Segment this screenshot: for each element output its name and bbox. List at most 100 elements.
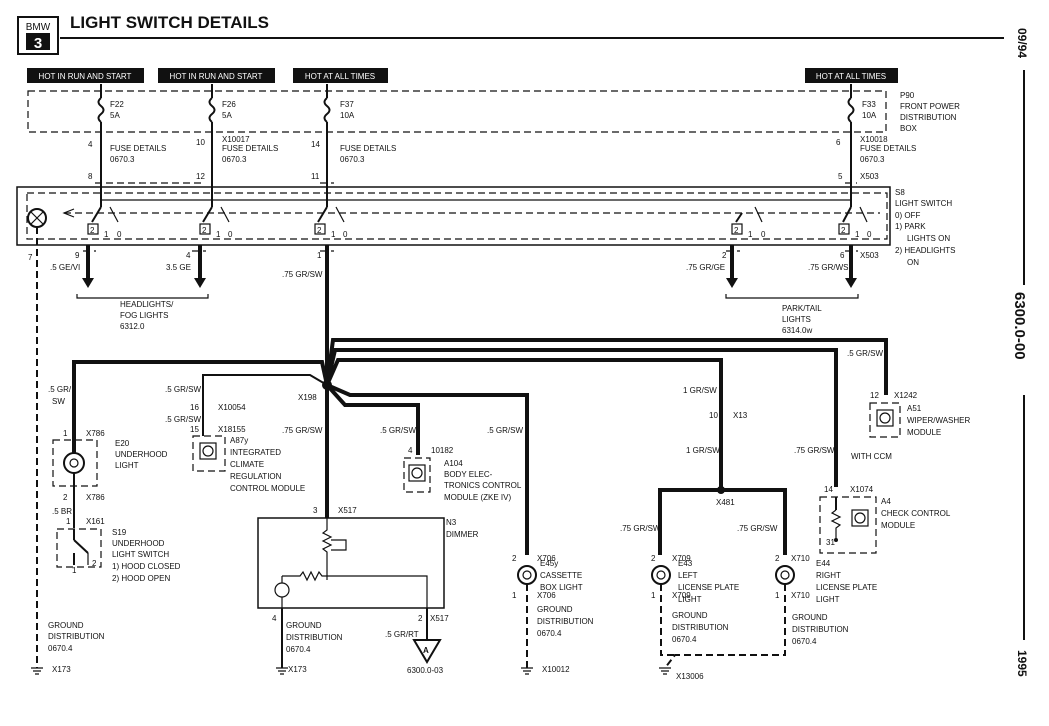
- svg-text:.5 GR/SW: .5 GR/SW: [165, 385, 201, 394]
- svg-text:0670.3: 0670.3: [860, 155, 885, 164]
- svg-text:10A: 10A: [340, 111, 355, 120]
- svg-text:.75 GR/WS: .75 GR/WS: [808, 263, 848, 272]
- switch-contact-2: 2 1 0: [199, 206, 233, 239]
- svg-text:UNDERHOOD: UNDERHOOD: [112, 539, 165, 548]
- svg-text:DIMMER: DIMMER: [446, 530, 479, 539]
- svg-text:0: 0: [343, 230, 348, 239]
- switch-contact-5: 2 1 0: [838, 206, 872, 239]
- svg-text:11: 11: [311, 172, 320, 181]
- svg-text:6314.0w: 6314.0w: [782, 326, 812, 335]
- svg-text:10: 10: [196, 138, 205, 147]
- svg-text:X706: X706: [537, 591, 556, 600]
- svg-text:ON: ON: [907, 258, 919, 267]
- e20-underhood-light: 1 X786 E20 UNDERHOOD LIGHT 2 X786: [52, 429, 168, 502]
- svg-text:5A: 5A: [222, 111, 232, 120]
- svg-text:2: 2: [90, 226, 95, 235]
- power-header-2: HOT IN RUN AND START: [158, 68, 275, 83]
- a51-wiper-washer-module: 12 X1242 A51 WIPER/WASHER MODULE WITH CC…: [851, 391, 970, 461]
- svg-text:S8: S8: [895, 188, 905, 197]
- svg-text:DISTRIBUTION: DISTRIBUTION: [48, 632, 105, 641]
- svg-text:.75 GR/SW: .75 GR/SW: [282, 426, 323, 435]
- bulb-icon: [651, 565, 671, 585]
- svg-text:1: 1: [512, 591, 517, 600]
- svg-text:A51: A51: [907, 404, 922, 413]
- svg-text:1: 1: [331, 230, 336, 239]
- power-header-1: HOT IN RUN AND START: [27, 68, 144, 83]
- svg-text:2: 2: [651, 554, 656, 563]
- svg-text:10A: 10A: [862, 111, 877, 120]
- a4-check-control-module: 14 X1074 31 A4 CHECK CONTROL MODULE: [819, 485, 951, 554]
- bmw-badge: BMW 3: [17, 16, 59, 55]
- svg-text:1: 1: [775, 591, 780, 600]
- svg-text:X1074: X1074: [850, 485, 874, 494]
- svg-text:CASSETTE: CASSETTE: [540, 571, 582, 580]
- svg-text:X481: X481: [716, 498, 735, 507]
- svg-text:DISTRIBUTION: DISTRIBUTION: [900, 113, 957, 122]
- svg-text:0670.3: 0670.3: [340, 155, 365, 164]
- svg-text:TRONICS CONTROL: TRONICS CONTROL: [444, 481, 522, 490]
- svg-text:.75 GR/SW: .75 GR/SW: [794, 446, 835, 455]
- svg-text:1: 1: [63, 429, 68, 438]
- svg-text:X503: X503: [860, 251, 879, 260]
- svg-text:14: 14: [824, 485, 833, 494]
- svg-text:DISTRIBUTION: DISTRIBUTION: [792, 625, 849, 634]
- svg-text:3.5 GE: 3.5 GE: [166, 263, 191, 272]
- page-number-label: 6300.0-00: [1011, 292, 1028, 360]
- svg-text:31: 31: [826, 538, 835, 547]
- p90-id: P90: [900, 91, 915, 100]
- svg-text:GROUND: GROUND: [48, 621, 84, 630]
- svg-text:FUSE DETAILS: FUSE DETAILS: [222, 144, 278, 153]
- svg-text:10182: 10182: [431, 446, 454, 455]
- svg-text:F22: F22: [110, 100, 124, 109]
- power-header-4: HOT AT ALL TIMES: [805, 68, 898, 83]
- svg-text:X1242: X1242: [894, 391, 918, 400]
- svg-text:WIPER/WASHER: WIPER/WASHER: [907, 416, 970, 425]
- svg-text:4: 4: [88, 140, 93, 149]
- svg-text:HOT AT ALL TIMES: HOT AT ALL TIMES: [816, 72, 886, 81]
- svg-text:2: 2: [92, 559, 97, 568]
- svg-text:RIGHT: RIGHT: [816, 571, 841, 580]
- svg-text:2) HOOD OPEN: 2) HOOD OPEN: [112, 574, 170, 583]
- svg-text:0: 0: [761, 230, 766, 239]
- svg-text:X517: X517: [430, 614, 449, 623]
- svg-text:BOX: BOX: [900, 124, 918, 133]
- e43-left-license-plate-light: 2 X709 E43 LEFT LICENSE PLATE LIGHT 1 X7…: [651, 554, 739, 604]
- svg-text:6300.0-03: 6300.0-03: [407, 666, 444, 675]
- output-arrows: [82, 245, 857, 288]
- svg-text:1: 1: [66, 517, 71, 526]
- svg-text:.75 GR/SW: .75 GR/SW: [282, 270, 323, 279]
- svg-text:X13: X13: [733, 411, 748, 420]
- svg-text:1 GR/SW: 1 GR/SW: [686, 446, 720, 455]
- power-header-3: HOT AT ALL TIMES: [293, 68, 388, 83]
- svg-text:LIGHT: LIGHT: [678, 595, 702, 604]
- svg-text:HOT AT ALL TIMES: HOT AT ALL TIMES: [305, 72, 375, 81]
- svg-text:2: 2: [722, 251, 727, 260]
- svg-text:X13006: X13006: [676, 672, 704, 681]
- svg-text:0670.4: 0670.4: [286, 645, 311, 654]
- svg-text:N3: N3: [446, 518, 457, 527]
- brand-model: 3: [34, 35, 42, 52]
- svg-text:X706: X706: [537, 554, 556, 563]
- svg-text:0: 0: [867, 230, 872, 239]
- svg-text:15: 15: [190, 425, 199, 434]
- date-label: 09/94: [1015, 28, 1029, 58]
- svg-text:14: 14: [311, 140, 320, 149]
- svg-text:0670.3: 0670.3: [110, 155, 135, 164]
- svg-text:HEADLIGHTS/: HEADLIGHTS/: [120, 300, 174, 309]
- a87y-climate-module: 16 X10054 15 X18155 A87y INTEGRATED CLIM…: [190, 403, 305, 493]
- svg-text:1 GR/SW: 1 GR/SW: [683, 386, 717, 395]
- svg-text:2: 2: [317, 226, 322, 235]
- module-icon: [199, 442, 217, 460]
- svg-text:.5 GR/SW: .5 GR/SW: [380, 426, 416, 435]
- svg-text:2: 2: [63, 493, 68, 502]
- svg-text:A104: A104: [444, 459, 463, 468]
- svg-text:6: 6: [836, 138, 841, 147]
- year-label: 1995: [1015, 650, 1029, 677]
- svg-text:.5 GR/: .5 GR/: [48, 385, 72, 394]
- module-icon: [408, 464, 426, 482]
- svg-text:LIGHT SWITCH: LIGHT SWITCH: [895, 199, 952, 208]
- brand-name: BMW: [26, 22, 51, 33]
- svg-text:E20: E20: [115, 439, 130, 448]
